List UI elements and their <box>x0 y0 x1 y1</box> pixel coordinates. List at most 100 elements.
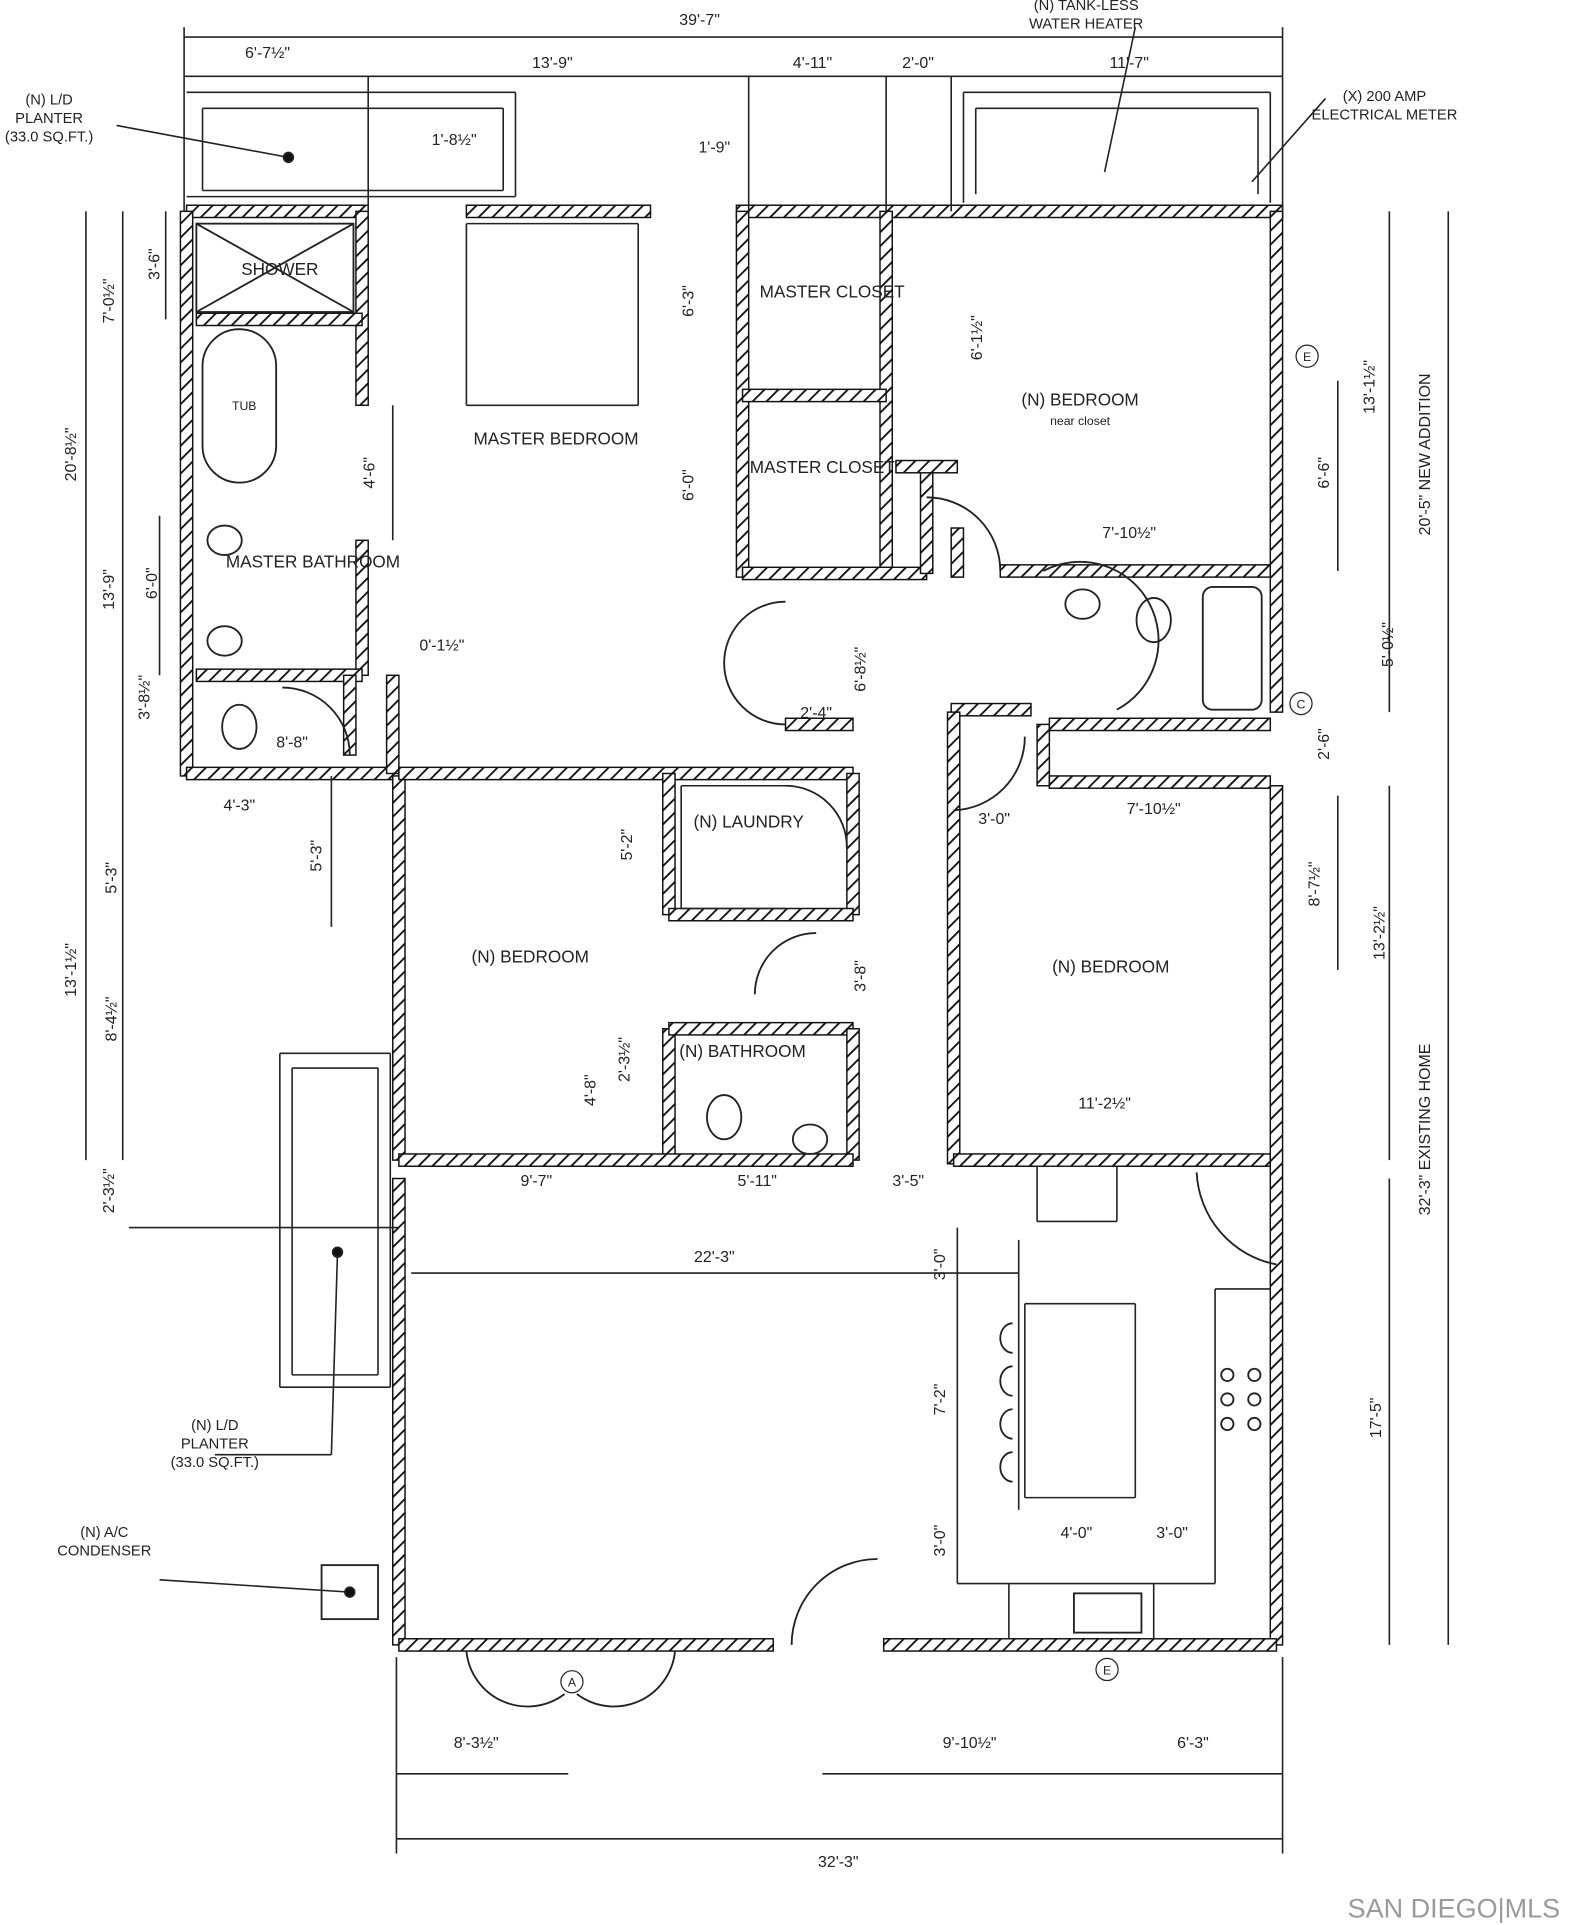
section-marker <box>1289 691 1313 716</box>
dimension-label: 3'-0" <box>932 1249 949 1281</box>
wall <box>392 1177 406 1646</box>
shower-icon <box>195 222 355 313</box>
sink-icon <box>791 1123 829 1155</box>
annotation-condenser: CONDENSER <box>57 1543 151 1559</box>
door-swing <box>785 784 848 848</box>
dimension-label: 2'-0" <box>902 55 934 72</box>
stool-icon <box>999 1322 1013 1354</box>
dimension-label: 2'-4" <box>800 705 832 722</box>
dimension-label: 5'-3" <box>309 840 326 872</box>
dimension-label: 7'-10½" <box>1127 801 1181 818</box>
walls <box>179 204 1284 1652</box>
dimension-label: 0'-1½" <box>419 638 464 655</box>
leader-line <box>1103 27 1137 173</box>
room-master-closet: MASTER CLOSET <box>760 281 906 301</box>
dimension-label: 9'-7" <box>520 1173 552 1190</box>
new-addition-label: 20'-5" NEW ADDITION <box>1417 373 1434 535</box>
dimension-label: 9'-10½" <box>943 1735 997 1752</box>
dimension-label: 20'-8½" <box>63 427 80 481</box>
annotation-water-heater: (N) TANK-LESS <box>1034 0 1139 14</box>
dimension-label: 4'-3" <box>223 797 255 814</box>
door-swing <box>753 932 817 995</box>
annotation-planter-top: (N) L/D <box>25 93 72 109</box>
wall <box>846 772 860 916</box>
wall <box>355 210 369 407</box>
dimension-label: 2'-3½" <box>101 1168 118 1213</box>
stool-icon <box>999 1365 1013 1397</box>
dimension-label: 13'-9" <box>101 569 118 610</box>
dimension-label: 8'-8" <box>276 735 308 752</box>
dimension-label: 2'-6" <box>1316 728 1333 760</box>
wall <box>398 1153 854 1167</box>
room-laundry: (N) LAUNDRY <box>693 811 804 831</box>
annotation-meter: ELECTRICAL METER <box>1312 107 1458 123</box>
watermark: SAN DIEGO|MLS <box>1348 1893 1561 1923</box>
room-master-bathroom: MASTER BATHROOM <box>226 551 400 571</box>
annotation-water-heater: WATER HEATER <box>1029 16 1143 32</box>
stool-icon <box>999 1451 1013 1483</box>
dimension-label: 5'-2" <box>619 829 636 861</box>
wall <box>1269 785 1284 1646</box>
dimension-label: 3'-8" <box>852 960 869 992</box>
wall <box>1269 210 1284 713</box>
door-swing <box>926 496 1002 571</box>
dimension-label: 2'-3½" <box>617 1037 634 1082</box>
door-swing <box>576 1650 676 1708</box>
door-swing <box>790 1558 878 1645</box>
dimension-label: 3'-5" <box>892 1173 924 1190</box>
wall <box>1048 717 1272 732</box>
room-master-closet: MASTER CLOSET <box>750 457 896 477</box>
dimension-label: 6'-0" <box>680 469 697 501</box>
dimension-label: 1'-9" <box>698 139 730 156</box>
door-swing <box>282 686 351 756</box>
wall <box>398 766 854 781</box>
dimension-label: 4'-8" <box>582 1074 599 1106</box>
fixtures <box>195 222 1277 1708</box>
wall <box>662 772 676 916</box>
wall <box>741 388 887 403</box>
stove-burner-icon <box>1247 1416 1262 1432</box>
dimension-label: 8'-4½" <box>104 996 121 1041</box>
room-bedroom-w: (N) BEDROOM <box>472 947 589 967</box>
wall <box>185 204 369 219</box>
leader-line <box>159 1579 350 1593</box>
dimension-label: 22'-3" <box>694 1249 735 1266</box>
dimension-label: 7'-2" <box>932 1384 949 1416</box>
door-swing <box>953 736 1026 812</box>
room-shower: SHOWER <box>241 259 318 279</box>
section-marker <box>1295 344 1319 368</box>
stove-burner-icon <box>1247 1392 1262 1407</box>
existing-home-label: 32'-3" EXISTING HOME <box>1417 1044 1434 1216</box>
wall <box>179 210 194 777</box>
sink-icon <box>206 524 243 556</box>
wall <box>952 1153 1272 1167</box>
dimension-label: 3'-0" <box>978 811 1010 828</box>
bathtub-icon <box>1201 586 1263 711</box>
dimension-label: 11'-2½" <box>1078 1096 1131 1113</box>
section-marker-label: C <box>1297 697 1306 711</box>
annotation-planter-top: (33.0 SQ.FT.) <box>5 129 93 145</box>
wall <box>735 204 1284 219</box>
wall <box>1048 775 1272 789</box>
leader-dot <box>344 1586 356 1598</box>
toilet-icon <box>706 1094 743 1141</box>
dimension-label: 6'-8½" <box>852 647 869 692</box>
wall <box>185 766 400 781</box>
dimension-label: 5'-3" <box>104 862 121 894</box>
dimension-label: 39'-7" <box>679 12 720 29</box>
ac-condenser-icon <box>320 1564 379 1621</box>
dimension-label: 13'-1½" <box>63 943 80 997</box>
dimension-label: 3'-8½" <box>137 675 154 720</box>
dimension-label: 6'-6" <box>1316 457 1333 489</box>
wall <box>1036 723 1051 787</box>
dimension-label: 13'-9" <box>532 55 573 72</box>
leader-line <box>1251 97 1327 183</box>
wall <box>195 668 363 683</box>
stove-burner-icon <box>1220 1367 1235 1382</box>
wall <box>398 1638 774 1652</box>
dimension-label: 6'-3" <box>1177 1735 1209 1752</box>
door-swing <box>465 1650 566 1708</box>
dimension-label: 3'-6" <box>147 248 164 280</box>
